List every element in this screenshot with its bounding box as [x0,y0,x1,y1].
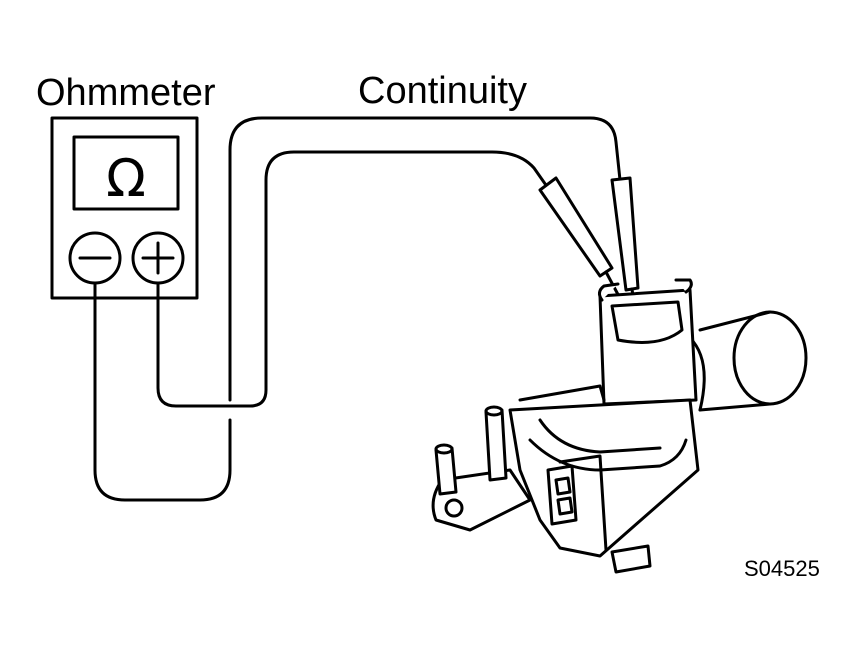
positive-test-lead [156,150,550,408]
ohm-symbol: Ω [106,149,146,209]
negative-test-lead-upper [228,116,622,402]
figure-code-label: S04525 [744,556,820,581]
vacuum-switching-valve [431,278,808,574]
negative-test-lead [93,281,232,502]
ohmmeter-label: Ohmmeter [36,72,216,114]
continuity-label: Continuity [358,70,527,112]
ohmmeter-display [72,135,180,211]
